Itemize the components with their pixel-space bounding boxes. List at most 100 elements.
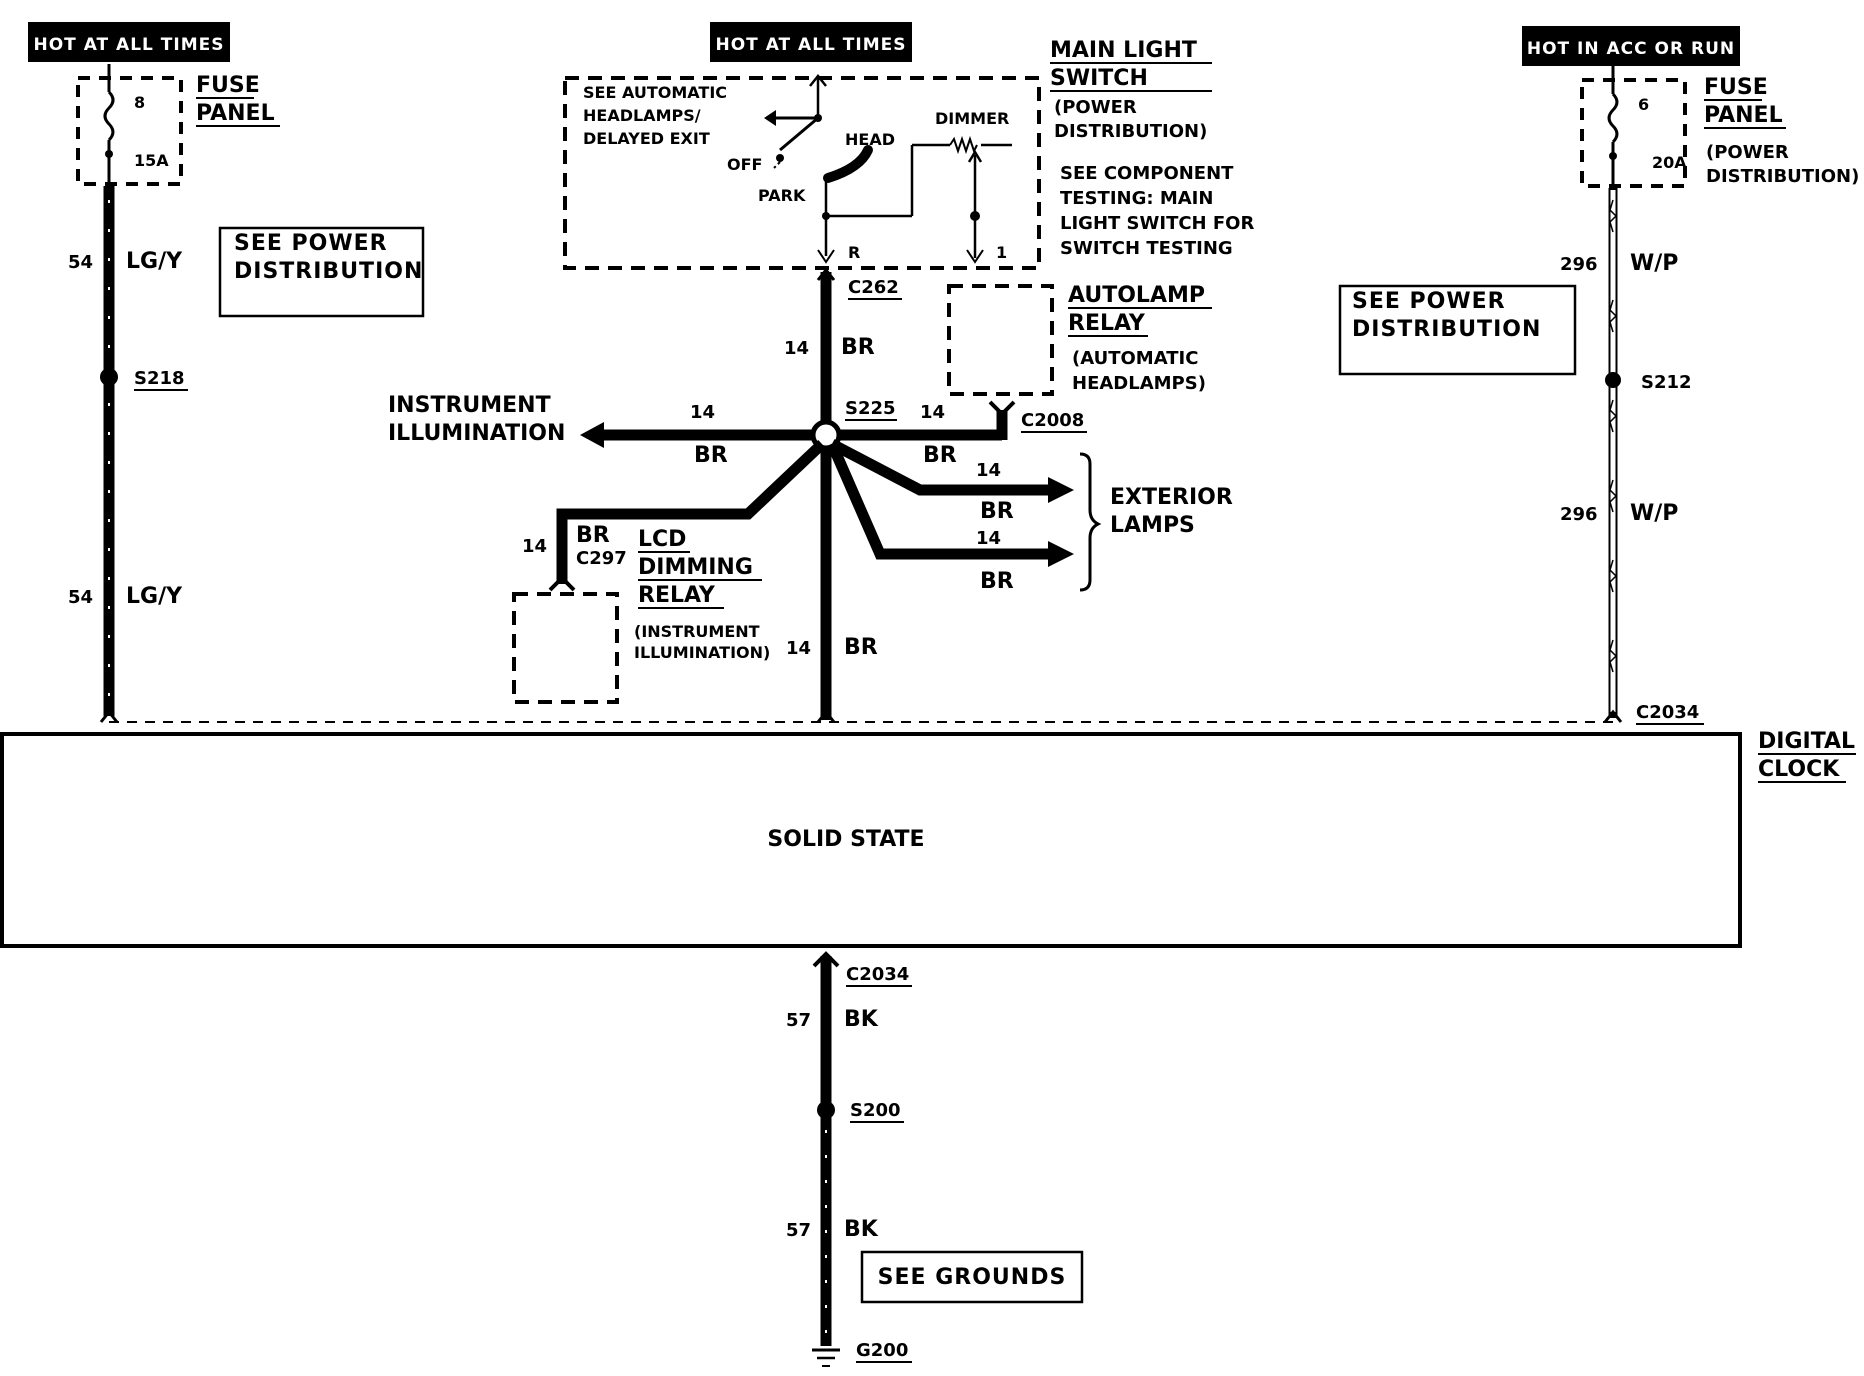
left-wire: 54 LG/Y S218 54 LG/Y — [68, 186, 188, 716]
left-fuse: 8 15A FUSE PANEL — [76, 64, 280, 190]
right-fuse-sub1: (POWER — [1706, 142, 1789, 163]
right-reference-box: SEE POWER DISTRIBUTION — [1338, 284, 1577, 376]
left-splice-label: S218 — [134, 368, 185, 389]
clock-body-text: SOLID STATE — [767, 827, 924, 852]
header-right: HOT IN ACC OR RUN — [1522, 26, 1740, 66]
ground-color-top: BK — [844, 1007, 879, 1032]
right-wire: 296 W/P S212 296 W/P C2034 — [1560, 188, 1704, 725]
right-fuse-sub2: DISTRIBUTION) — [1706, 166, 1859, 187]
exterior-color2: BR — [980, 569, 1014, 594]
right-fuse-label2: PANEL — [1704, 103, 1783, 128]
lcd-gauge: 14 — [522, 536, 547, 557]
header-left-text: HOT AT ALL TIMES — [34, 35, 225, 55]
left-ref-line1: SEE POWER — [234, 231, 388, 256]
lcd-connector: C297 — [576, 548, 627, 569]
autolamp-sub2: HEADLAMPS) — [1072, 373, 1206, 394]
splice-s200-dot — [817, 1101, 835, 1119]
lcd-sub2: ILLUMINATION) — [634, 643, 770, 662]
right-connector: C2034 — [1636, 702, 1699, 723]
autolamp-relay-box — [947, 284, 1054, 396]
ground-gauge-bottom: 57 — [786, 1220, 811, 1241]
fuse-element-icon — [103, 90, 115, 142]
left-reference-box: SEE POWER DISTRIBUTION — [218, 226, 425, 318]
clock-body — [0, 732, 1742, 948]
instrument-gauge: 14 — [690, 402, 715, 423]
grounds-ref-text: SEE GROUNDS — [878, 1265, 1067, 1290]
exterior-gauge2: 14 — [976, 528, 1001, 549]
center-gauge1: 14 — [784, 338, 809, 359]
splice-s218-dot — [100, 368, 118, 386]
center-splice-label: S225 — [845, 398, 896, 419]
dimmer-rheostat-icon — [949, 135, 978, 155]
right-ref-line2: DISTRIBUTION — [1352, 317, 1541, 342]
header-center: HOT AT ALL TIMES — [710, 22, 912, 62]
right-gauge-bottom: 296 — [1560, 504, 1598, 525]
switch-sub2: DISTRIBUTION) — [1054, 121, 1207, 142]
left-fuse-label2: PANEL — [196, 101, 275, 126]
clock-name2: CLOCK — [1758, 757, 1840, 782]
clock-name1: DIGITAL — [1758, 729, 1855, 754]
ground-wire: C2034 57 BK S200 57 BK G200 — [786, 951, 912, 1367]
switch-dimmer-label: DIMMER — [935, 109, 1009, 128]
fuse-element-icon — [1607, 92, 1619, 144]
switch-sub1: (POWER — [1054, 97, 1137, 118]
autolamp-title2: RELAY — [1068, 311, 1146, 336]
exterior-brace-icon — [1079, 452, 1102, 592]
lcd-color: BR — [576, 523, 610, 548]
switch-auto-line2: HEADLAMPS/ — [583, 106, 701, 125]
left-color-bottom: LG/Y — [126, 584, 183, 609]
switch-pin-1: 1 — [996, 243, 1007, 262]
left-fuse-rating: 15A — [134, 151, 169, 170]
switch-auto-line1: SEE AUTOMATIC — [583, 83, 727, 102]
left-ref-line2: DISTRIBUTION — [234, 259, 423, 284]
center-wire: C262 14 BR S225 14 BR — [784, 267, 902, 720]
autolamp-sub1: (AUTOMATIC — [1072, 348, 1198, 369]
lcd-branch: 14 BR C297 LCD DIMMING RELAY (INSTRUMENT… — [512, 440, 826, 704]
center-color-down: BR — [844, 635, 878, 660]
instrument-arrow-icon — [580, 422, 604, 448]
autolamp-gauge: 14 — [920, 402, 945, 423]
autolamp-connector: C2008 — [1021, 410, 1084, 431]
grounds-reference-box: SEE GROUNDS — [860, 1250, 1084, 1304]
autolamp-branch: 14 BR C2008 AUTOLAMP RELAY (AUTOMATIC HE… — [838, 283, 1212, 468]
exterior-label2: LAMPS — [1110, 513, 1195, 538]
switch-note3: LIGHT SWITCH FOR — [1060, 213, 1254, 234]
right-fuse: 6 20A FUSE PANEL (POWER DISTRIBUTION) — [1580, 66, 1859, 192]
instrument-label2: ILLUMINATION — [388, 421, 565, 446]
right-color-bottom: W/P — [1630, 501, 1678, 526]
left-gauge-top: 54 — [68, 252, 93, 273]
switch-blade-icon — [779, 116, 819, 152]
exterior-arrow1-icon — [1048, 477, 1074, 503]
right-fuse-rating: 20A — [1652, 153, 1687, 172]
lcd-relay-box — [512, 592, 619, 704]
left-color-top: LG/Y — [126, 249, 183, 274]
lcd-title2: DIMMING — [638, 555, 753, 580]
exterior-arrow2-icon — [1048, 541, 1074, 567]
switch-pin-r: R — [848, 243, 860, 262]
left-fuse-number: 8 — [134, 93, 145, 112]
switch-note4: SWITCH TESTING — [1060, 238, 1233, 259]
switch-title1: MAIN LIGHT — [1050, 38, 1197, 63]
exterior-label1: EXTERIOR — [1110, 485, 1233, 510]
right-fuse-label1: FUSE — [1704, 75, 1768, 100]
header-left: HOT AT ALL TIMES — [28, 22, 230, 62]
autolamp-title1: AUTOLAMP — [1068, 283, 1205, 308]
center-gauge-down: 14 — [786, 638, 811, 659]
ground-symbol-icon — [812, 1348, 840, 1367]
instrument-label1: INSTRUMENT — [388, 393, 551, 418]
switch-contact-arc-icon — [823, 145, 873, 183]
center-connector-top: C262 — [848, 277, 899, 298]
center-color1: BR — [841, 335, 875, 360]
splice-s212-dot — [1605, 372, 1621, 388]
lcd-sub1: (INSTRUMENT — [634, 622, 760, 641]
instrument-branch: INSTRUMENT ILLUMINATION 14 BR — [388, 393, 814, 468]
switch-park-label: PARK — [758, 186, 806, 205]
ground-color-bottom: BK — [844, 1217, 879, 1242]
exterior-gauge1: 14 — [976, 460, 1001, 481]
switch-note2: TESTING: MAIN — [1060, 188, 1213, 209]
left-gauge-bottom: 54 — [68, 587, 93, 608]
ground-splice-label: S200 — [850, 1100, 901, 1121]
lcd-title1: LCD — [638, 527, 686, 552]
instrument-color: BR — [694, 443, 728, 468]
